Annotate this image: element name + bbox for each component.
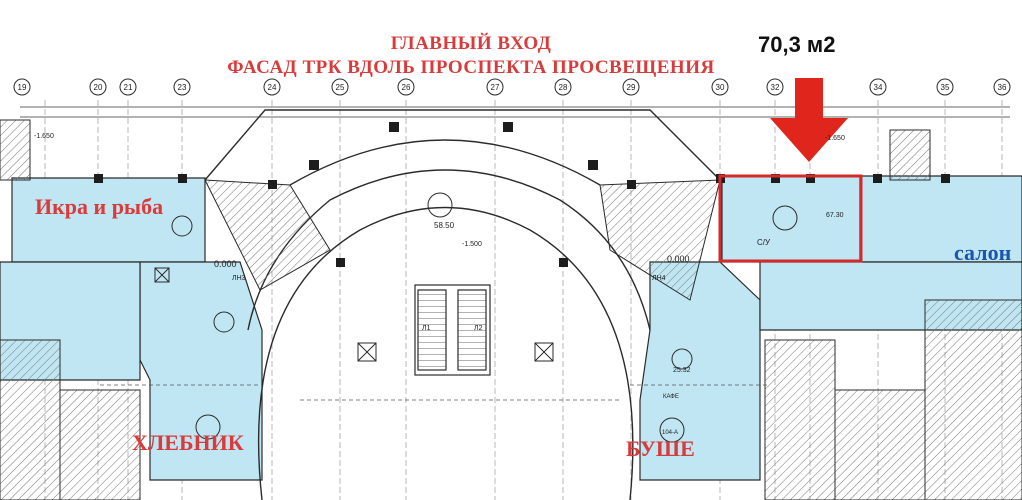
axis-bubble [89, 78, 107, 96]
axis-label: 30 [716, 83, 725, 92]
room-hlebnik [139, 261, 263, 481]
tenant-ikra: Икра и рыба [35, 194, 164, 219]
axis-bubble [766, 78, 784, 96]
arch-wedges [204, 179, 721, 301]
level-zero-left: 0.000 [214, 259, 237, 269]
shaft-marks [154, 267, 554, 362]
dimension-line [20, 106, 1010, 118]
su-label: С/У [757, 238, 771, 247]
axis-label: 19 [18, 83, 27, 92]
axis-bubble [869, 78, 887, 96]
axis-bubble [173, 78, 191, 96]
highlight-area-text: 70,3 м2 [758, 32, 836, 57]
internal-dashed [100, 384, 770, 401]
axis-label: 35 [941, 83, 950, 92]
axis-label: 32 [771, 83, 780, 92]
axis-bubble [263, 78, 281, 96]
ln3: ЛН3 [232, 275, 246, 282]
room-bushe [639, 261, 761, 481]
structural-blocks [0, 119, 1022, 500]
axis-bubble [554, 78, 572, 96]
target-area: 67.30 [826, 212, 844, 219]
axis-label: 25 [336, 83, 345, 92]
axis-bubble [486, 78, 504, 96]
axis-bubble [993, 78, 1011, 96]
tenant-bushe: БУШЕ [626, 436, 695, 461]
room-markers [171, 192, 798, 443]
axis-bubble [331, 78, 349, 96]
axis-label: 26 [402, 83, 411, 92]
axis-label: 27 [491, 83, 500, 92]
lift-2: Л2 [474, 325, 483, 332]
center-area: 58.50 [434, 221, 455, 230]
escalators [414, 284, 491, 376]
axis-bubble [936, 78, 954, 96]
axis-label: 28 [559, 83, 568, 92]
axis-bubble [711, 78, 729, 96]
ln4: ЛН4 [652, 275, 666, 282]
level-zero-right: 0.000 [667, 254, 690, 264]
axis-label: 21 [124, 83, 133, 92]
highlight-frame [718, 174, 863, 263]
room-ikra [11, 177, 206, 263]
level-minus-center: -1.500 [462, 241, 482, 248]
axis-bubbles: 19202123242526272829303233343536 [13, 78, 1011, 96]
axis-label: 29 [627, 83, 636, 92]
axis-bubble [13, 78, 31, 96]
kafe-area: 25.32 [673, 367, 691, 374]
kafe-label: КАФЕ [663, 394, 679, 400]
axis-label: 34 [874, 83, 883, 92]
axis-bubble [397, 78, 415, 96]
axis-label: 36 [998, 83, 1007, 92]
level-minus-right: -1.650 [825, 135, 845, 142]
axis-bubble [119, 78, 137, 96]
axis-label: 24 [268, 83, 277, 92]
axis-label: 23 [178, 83, 187, 92]
header-line-2: ФАСАД ТРК ВДОЛЬ ПРОСПЕКТА ПРОСВЕЩЕНИЯ [227, 57, 715, 78]
highlight-arrow [770, 78, 848, 162]
level-minus-left: -1.650 [34, 133, 54, 140]
room-target [721, 175, 861, 263]
tenant-salon: салон [954, 240, 1012, 265]
axis-label: 20 [94, 83, 103, 92]
bushe-num: 104-А [662, 430, 678, 436]
axis-bubble [622, 78, 640, 96]
plan-labels: -1.650 -1.650 -1.500 0.000 0.000 58.50 К… [34, 133, 845, 436]
tenant-hlebnik: ХЛЕБНИК [132, 430, 244, 455]
header-line-1: ГЛАВНЫЙ ВХОД [390, 33, 552, 54]
lift-1: Л1 [422, 325, 431, 332]
